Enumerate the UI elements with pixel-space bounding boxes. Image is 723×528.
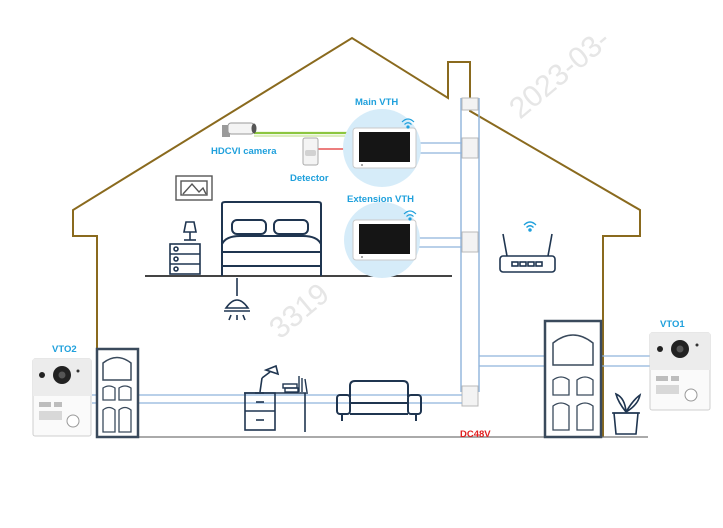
bus-junction-boxes (461, 97, 479, 407)
wifi-icon (523, 221, 537, 232)
watermark-text: 3319 (263, 277, 335, 345)
vto1-label: VTO1 (660, 319, 685, 330)
bus-to-vto2 (92, 394, 462, 404)
ceiling-lamp-icon (224, 278, 250, 321)
sofa-icon (336, 380, 422, 421)
vto1-device (649, 332, 711, 411)
books-icon (282, 376, 308, 393)
vto2-label: VTO2 (52, 344, 77, 355)
wifi-icon (403, 210, 417, 221)
nightstand-icon (169, 221, 201, 275)
hdcvi-camera-label: HDCVI camera (211, 146, 277, 157)
wifi-icon (401, 118, 415, 129)
vertical-bus (460, 98, 480, 392)
house-outline (72, 36, 641, 437)
bed-icon (221, 201, 322, 276)
router-icon (499, 233, 556, 273)
watermark-text: 2023-03- (503, 23, 616, 125)
door-left-icon (95, 347, 140, 439)
vto2-device (32, 358, 92, 437)
detector-label: Detector (290, 173, 329, 184)
desk-lamp-icon (255, 364, 280, 394)
main-vth-label: Main VTH (355, 97, 398, 108)
detector-icon (302, 137, 319, 166)
camera-icon (222, 122, 257, 137)
extension-vth-monitor (352, 219, 417, 261)
plant-icon (612, 392, 642, 435)
main-vth-monitor (352, 127, 417, 169)
door-right-icon (543, 319, 603, 439)
extension-vth-label: Extension VTH (347, 194, 414, 205)
desk-icon (244, 392, 308, 432)
bus-to-main-vth (418, 142, 462, 154)
bus-to-extension-vth (418, 237, 462, 248)
picture-frame-icon (175, 175, 213, 201)
dc48v-label: DC48V (460, 429, 491, 440)
